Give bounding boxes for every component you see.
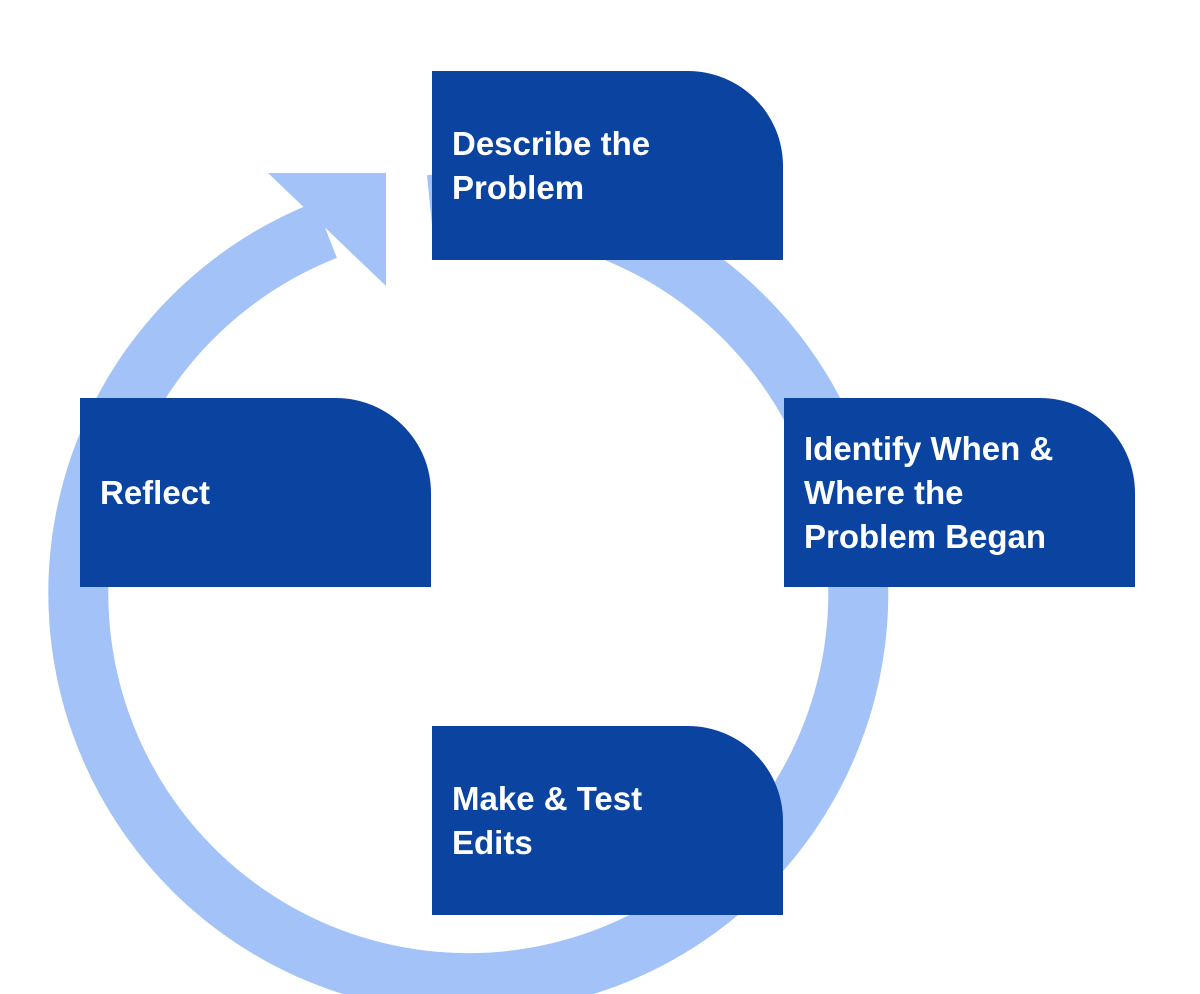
step-reflect: Reflect: [80, 398, 431, 587]
cycle-arrow-icon: [268, 173, 386, 286]
step-label: Identify When & Where the Problem Began: [804, 429, 1054, 555]
step-label: Reflect: [100, 473, 211, 511]
step-make-test-edits: Make & Test Edits: [432, 726, 783, 915]
step-describe-the-problem: Describe the Problem: [432, 71, 783, 260]
step-label: Make & Test Edits: [452, 779, 643, 861]
step-identify-when-where: Identify When & Where the Problem Began: [784, 398, 1135, 587]
step-label: Describe the Problem: [452, 124, 651, 206]
